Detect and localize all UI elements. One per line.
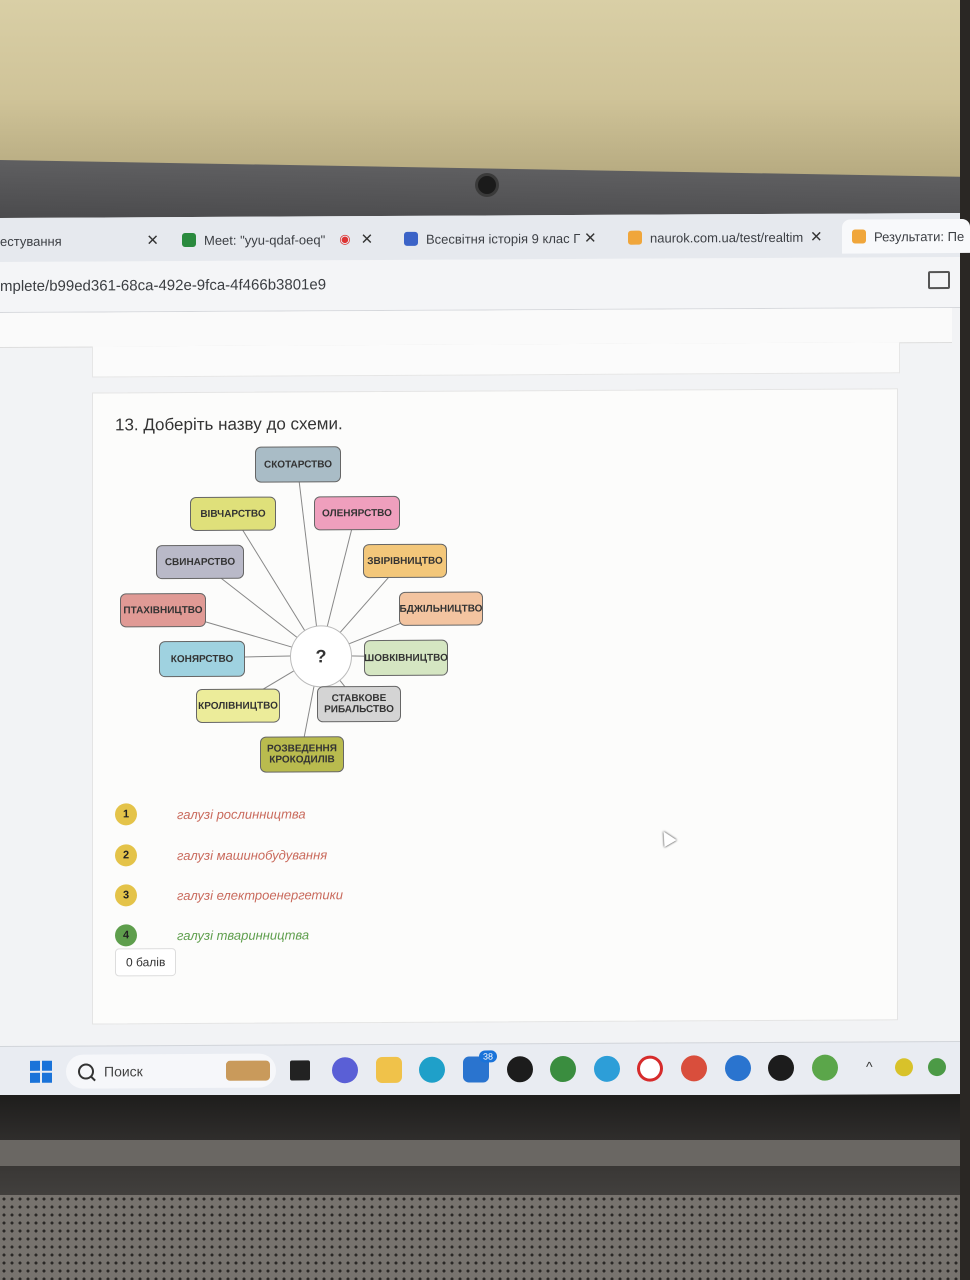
tab-label: Результати: Пе [874,228,965,244]
meet-icon [182,232,196,248]
answer-option-4[interactable]: 4 галузі тваринництва [115,923,310,947]
search-placeholder: Поиск [104,1063,143,1080]
answer-number: 2 [115,844,137,867]
tab-label: Meet: "yyu-qdaf-oeq" [204,231,326,248]
tray-app-icon[interactable] [895,1058,913,1077]
search-highlight-icon [226,1060,270,1081]
speaker-grille [0,1195,960,1280]
app-w2-icon[interactable] [768,1054,794,1081]
tab-testing[interactable]: естування ✕ [0,223,165,258]
chat-icon[interactable] [332,1057,358,1084]
tab-label: naurok.com.ua/test/realtim [650,229,804,246]
tab-meet[interactable]: Meet: "yyu-qdaf-oeq" ◉ ✕ [182,222,382,257]
chrome-icon[interactable] [681,1055,707,1082]
app-w-icon[interactable] [507,1056,533,1083]
telegram-icon[interactable] [594,1055,620,1082]
naurok-icon [852,229,866,244]
naurok-icon [628,230,642,245]
diagram-node: ШОВКІВНИЦТВО [364,639,448,677]
mail-badge: 38 [478,1050,497,1063]
diagram-node: КРОЛІВНИЦТВО [196,688,280,723]
diagram-node: РОЗВЕДЕННЯ КРОКОДИЛІВ [260,736,344,773]
webcam [478,176,496,194]
file-explorer-icon[interactable] [290,1060,310,1081]
tab-label: естування [0,233,62,249]
laptop-screen: естування ✕ Meet: "yyu-qdaf-oeq" ◉ ✕ Все… [0,212,970,1099]
chrome-green-icon[interactable] [812,1054,838,1081]
opera-icon[interactable] [637,1055,663,1082]
close-icon[interactable]: ✕ [360,231,374,249]
laptop-hinge [0,1140,960,1166]
answer-text: галузі машинобудування [177,846,328,863]
mail-icon[interactable]: 38 [463,1050,497,1083]
diagram-node: ПТАХІВНИЦТВО [120,592,206,628]
answer-text: галузі рослинництва [177,805,306,822]
diagram-node: ВІВЧАРСТВО [190,496,276,532]
windows-start-icon[interactable] [30,1060,52,1083]
answer-option-2[interactable]: 2 галузі машинобудування [115,843,328,867]
diagram-node: КОНЯРСТВО [159,640,245,678]
page-content: 13. Доберіть назву до схеми. ? СКОТАРСТВ… [0,307,960,1049]
close-icon[interactable]: ✕ [146,232,159,250]
windows-taskbar: Поиск 38 ^ [0,1040,960,1099]
tab-label: Всесвітня історія 9 клас Г [426,230,581,247]
tab-history[interactable]: Всесвітня історія 9 клас Г ✕ [404,221,602,256]
answer-number: 4 [115,924,137,947]
diagram-center: ? [290,625,352,688]
browser-tab-bar: естування ✕ Meet: "yyu-qdaf-oeq" ◉ ✕ Все… [0,212,970,262]
diagram-node: ОЛЕНЯРСТВО [314,495,400,531]
answer-number: 3 [115,884,137,907]
trident-icon [404,231,418,246]
tab-results[interactable]: Результати: Пе [842,218,970,254]
tray-sync-icon[interactable] [928,1058,946,1077]
answer-option-1[interactable]: 1 галузі рослинництва [115,802,306,826]
diagram-node: ЗВІРІВНИЦТВО [363,543,447,579]
score-badge: 0 балів [115,948,177,977]
chrome-profile-icon[interactable] [550,1055,576,1083]
tab-naurok[interactable]: naurok.com.ua/test/realtim ✕ [628,220,828,255]
wall-background [0,0,960,180]
install-app-icon[interactable] [928,271,950,290]
search-icon [78,1063,94,1080]
diagram-node: БДЖІЛЬНИЦТВО [399,591,483,626]
address-bar[interactable]: mplete/b99ed361-68ca-492e-9fca-4f466b380… [0,256,960,313]
close-icon[interactable]: ✕ [810,228,823,246]
diagram-node: СТАВКОВЕ РИБАЛЬСТВО [317,685,401,723]
previous-question-card [92,342,900,378]
diagram-node: СКОТАРСТВО [255,446,341,483]
scheme-diagram: ? СКОТАРСТВО ВІВЧАРСТВО ОЛЕНЯРСТВО СВИНАРСТ… [115,439,535,841]
recording-icon: ◉ [339,231,351,247]
diagram-connector [296,463,321,656]
mouse-cursor-icon [657,827,677,848]
close-icon[interactable]: ✕ [584,229,597,247]
answer-number: 1 [115,803,137,826]
answer-text: галузі електроенергетики [177,886,343,903]
url-text[interactable]: mplete/b99ed361-68ca-492e-9fca-4f466b380… [0,276,327,295]
question-title: 13. Доберіть назву до схеми. [115,414,343,435]
edge-icon[interactable] [419,1056,445,1083]
folder-icon[interactable] [376,1056,402,1084]
chevron-up-icon[interactable]: ^ [866,1058,873,1075]
answer-text: галузі тваринництва [177,926,310,943]
taskbar-search[interactable]: Поиск [66,1053,276,1089]
diagram-node: СВИНАРСТВО [156,544,244,580]
answer-option-3[interactable]: 3 галузі електроенергетики [115,883,343,907]
chrome-red-icon[interactable] [725,1055,751,1082]
question-card: 13. Доберіть назву до схеми. ? СКОТАРСТВ… [92,388,898,1025]
